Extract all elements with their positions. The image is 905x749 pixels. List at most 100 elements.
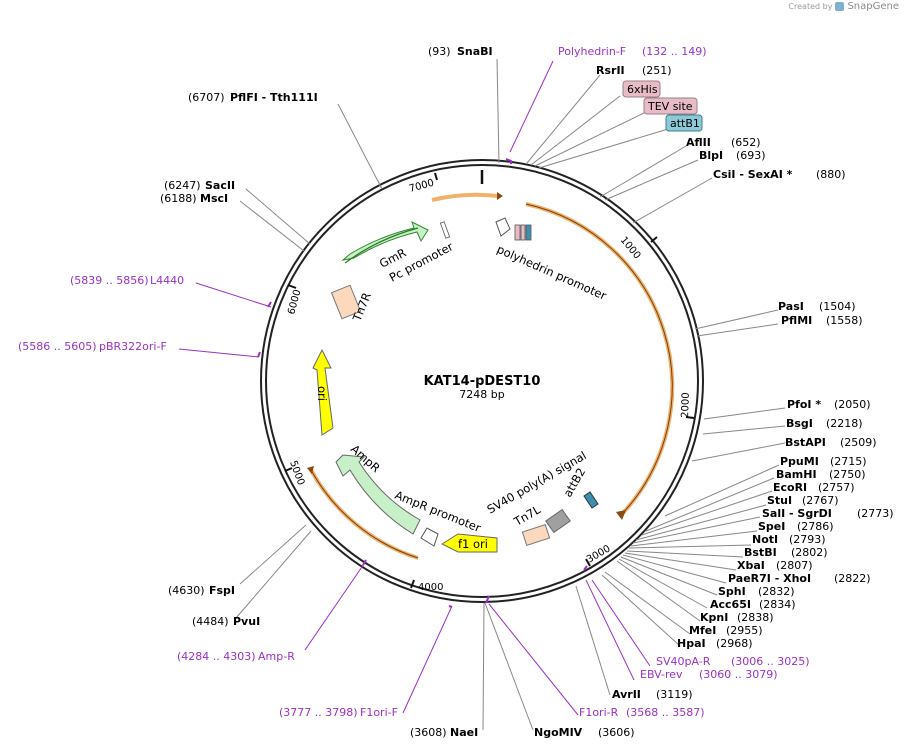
site-acc65i: Acc65I bbox=[710, 598, 751, 611]
site-msci: MscI bbox=[200, 192, 228, 205]
primer-amp-r-range: (4284 .. 4303) bbox=[177, 650, 256, 663]
site-csii-sexai: CsiI - SexAI * bbox=[713, 168, 793, 181]
site-pflfi-tth111i: PflFI - Tth111I bbox=[230, 91, 318, 104]
site-naei-pos: (3608) bbox=[410, 726, 447, 739]
site-snabi-pos: (93) bbox=[428, 45, 451, 58]
site-bstbi: BstBI bbox=[744, 546, 777, 559]
site-naei: NaeI bbox=[450, 726, 478, 739]
site-ppumi-pos: (2715) bbox=[830, 455, 867, 468]
label-tn7l: Tn7L bbox=[511, 502, 544, 529]
site-paer7i-xhoi-pos: (2822) bbox=[834, 572, 871, 585]
site-pasi: PasI bbox=[778, 300, 804, 313]
leader-lines bbox=[178, 58, 786, 731]
site-mfei: MfeI bbox=[689, 624, 716, 637]
site-xbai-pos: (2807) bbox=[776, 559, 813, 572]
primer-marks bbox=[257, 158, 588, 608]
site-sacii-pos: (6247) bbox=[164, 179, 201, 192]
primer-f1ori-r: F1ori-R bbox=[579, 706, 619, 719]
label-ori: ori bbox=[315, 386, 329, 401]
feature-attb2[interactable] bbox=[583, 491, 599, 509]
site-blpi: BlpI bbox=[699, 149, 723, 162]
site-bsgi-pos: (2218) bbox=[826, 417, 863, 430]
site-rsrii-pos: (251) bbox=[642, 64, 672, 77]
snapgene-logo-icon bbox=[835, 2, 845, 11]
site-pflmi: PflMI bbox=[781, 314, 812, 327]
primer-polyhedrin-f-range: (132 .. 149) bbox=[642, 45, 707, 58]
site-sphi: SphI bbox=[718, 585, 746, 598]
site-ecori: EcoRI bbox=[773, 481, 807, 494]
feature-ampr[interactable] bbox=[335, 454, 421, 535]
primer-ebv-rev: EBV-rev bbox=[640, 668, 683, 681]
feature-tn7r[interactable] bbox=[330, 284, 362, 320]
feature-f1-ori[interactable] bbox=[440, 533, 498, 553]
feature-tag-boxes bbox=[514, 224, 532, 241]
site-blpi-pos: (693) bbox=[736, 149, 766, 162]
feature-tn7l[interactable] bbox=[521, 524, 551, 546]
site-sphi-pos: (2832) bbox=[758, 585, 795, 598]
site-bamhi-pos: (2750) bbox=[829, 468, 866, 481]
site-snabi: SnaBI bbox=[457, 45, 493, 58]
plasmid-length: 7248 bp bbox=[459, 388, 504, 401]
site-pflfi-pos: (6707) bbox=[188, 91, 225, 104]
created-by-text: Created by bbox=[788, 2, 833, 11]
site-pvui-pos: (4484) bbox=[192, 615, 229, 628]
primer-pbr322ori-f: pBR322ori-F bbox=[99, 340, 167, 353]
site-pfoi-pos: (2050) bbox=[834, 398, 871, 411]
site-kpni-pos: (2838) bbox=[737, 611, 774, 624]
site-bsgi: BsgI bbox=[786, 417, 813, 430]
tag-tev-site-label: TEV site bbox=[647, 100, 693, 113]
orf-arcs bbox=[307, 192, 675, 560]
site-ngomiv-pos: (3606) bbox=[598, 726, 635, 739]
tag-6xhis-label: 6xHis bbox=[627, 83, 658, 96]
primer-f1ori-f-range: (3777 .. 3798) bbox=[279, 706, 358, 719]
site-paer7i-xhoi: PaeR7I - XhoI bbox=[728, 572, 811, 585]
site-sacii: SacII bbox=[205, 179, 235, 192]
tick-label-5000: 5000 bbox=[287, 459, 306, 487]
site-aflii-pos: (652) bbox=[731, 136, 761, 149]
primer-sv40pa-r: SV40pA-R bbox=[656, 655, 711, 668]
site-fspi: FspI bbox=[209, 584, 235, 597]
primer-ebv-rev-range: (3060 .. 3079) bbox=[699, 668, 778, 681]
feature-ori[interactable] bbox=[312, 348, 334, 436]
tick-label-6000: 6000 bbox=[286, 288, 303, 315]
site-bstapi: BstAPI bbox=[785, 436, 826, 449]
tick-label-2000: 2000 bbox=[680, 392, 692, 418]
site-pfoi: PfoI * bbox=[787, 398, 821, 411]
site-xbai: XbaI bbox=[737, 559, 765, 572]
site-fspi-pos: (4630) bbox=[168, 584, 205, 597]
site-noti: NotI bbox=[752, 533, 778, 546]
primer-pbr322ori-f-range: (5586 .. 5605) bbox=[18, 340, 97, 353]
primer-l4440-range: (5839 .. 5856) bbox=[70, 274, 149, 287]
site-ecori-pos: (2757) bbox=[818, 481, 855, 494]
site-avrii: AvrII bbox=[612, 688, 641, 701]
primer-f1ori-f: F1ori-F bbox=[360, 706, 398, 719]
site-bamhi: BamHI bbox=[776, 468, 817, 481]
tick-label-4000: 4000 bbox=[418, 582, 443, 593]
primer-sv40pa-r-range: (3006 .. 3025) bbox=[731, 655, 810, 668]
site-sali-sgrdi-pos: (2773) bbox=[857, 507, 894, 520]
site-hpai-pos: (2968) bbox=[716, 637, 753, 650]
primer-amp-r: Amp-R bbox=[258, 650, 295, 663]
tag-tev-site[interactable]: TEV site bbox=[643, 97, 698, 115]
site-noti-pos: (2793) bbox=[789, 533, 826, 546]
site-aflii: AflII bbox=[686, 136, 711, 149]
site-acc65i-pos: (2834) bbox=[759, 598, 796, 611]
tag-6xhis[interactable]: 6xHis bbox=[622, 80, 661, 98]
feature-sv40[interactable] bbox=[545, 508, 571, 534]
site-bstbi-pos: (2802) bbox=[791, 546, 828, 559]
site-msci-pos: (6188) bbox=[160, 192, 197, 205]
tag-attb1[interactable]: attB1 bbox=[665, 114, 703, 132]
site-ngomiv: NgoMIV bbox=[534, 726, 583, 739]
feature-ampr-promoter-arrow bbox=[420, 527, 439, 547]
site-ppumi: PpuMI bbox=[780, 455, 819, 468]
site-sali-sgrdi: SalI - SgrDI bbox=[762, 507, 832, 520]
primer-l4440: L4440 bbox=[150, 274, 184, 287]
brand-name: SnapGene bbox=[847, 1, 899, 12]
primer-polyhedrin-f: Polyhedrin-F bbox=[558, 45, 626, 58]
sites-left: (93) SnaBI (6707) PflFI - Tth111I (6247)… bbox=[160, 45, 493, 739]
feature-gmr[interactable] bbox=[341, 221, 429, 264]
site-pflmi-pos: (1558) bbox=[826, 314, 863, 327]
label-f1-ori: f1 ori bbox=[458, 537, 488, 551]
site-stui-pos: (2767) bbox=[802, 494, 839, 507]
site-bstapi-pos: (2509) bbox=[840, 436, 877, 449]
